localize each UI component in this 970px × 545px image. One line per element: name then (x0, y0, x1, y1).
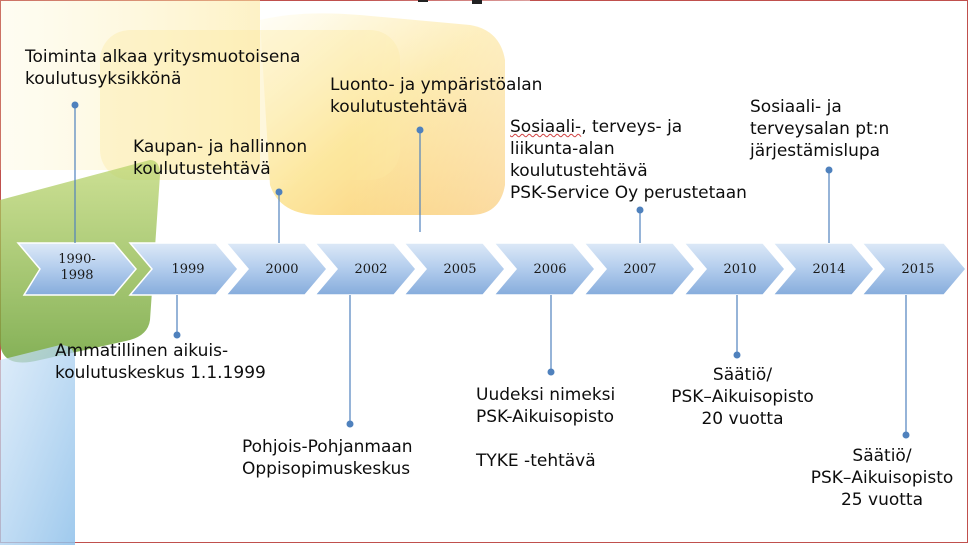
event-line: TYKE -tehtävä (476, 451, 596, 471)
milestone-label-line-2: 1998 (60, 268, 94, 283)
event-line-rest: , terveys- ja (581, 117, 683, 137)
event-line: Toiminta alkaa yritysmuotoisena (25, 47, 301, 67)
timeline-chevron (128, 242, 239, 296)
timeline-chevron (860, 242, 967, 296)
timeline-chevron (771, 242, 875, 296)
event-line: koulutusyksikkönä (25, 69, 182, 89)
milestone-2015: 2015 (901, 262, 935, 277)
event-2005-text: Luonto- ja ympäristöalan koulutustehtävä (330, 74, 542, 118)
event-1990-text: Toiminta alkaa yritysmuotoisena koulutus… (25, 46, 300, 90)
connector-dot (71, 101, 79, 109)
milestone-2010: 2010 (723, 262, 757, 277)
milestone-1999: 1999 (171, 262, 205, 277)
event-line: terveysalan pt:n (750, 119, 890, 139)
event-line: järjestämislupa (750, 141, 881, 161)
event-2002-text: Pohjois-Pohjanmaan Oppisopimuskeskus (242, 436, 413, 480)
connector-dot (346, 420, 354, 428)
timeline-chevron (682, 242, 786, 296)
event-line: Pohjois-Pohjanmaan (242, 437, 413, 457)
timeline-chevron (492, 242, 596, 296)
timeline-chevron (313, 242, 417, 296)
event-line: Sosiaali- ja (750, 97, 842, 117)
event-line: PSK–Aikuisopisto (810, 468, 954, 488)
milestone-1990-1998: 1990- 1998 (47, 252, 107, 284)
milestone-2014: 2014 (812, 262, 846, 277)
connector-dot (416, 126, 424, 134)
event-line: koulutustehtävä (510, 161, 648, 181)
event-line: 25 vuotta (840, 490, 924, 510)
connector-dot (636, 206, 644, 214)
event-2007-text: Sosiaali-, terveys- ja liikunta-alan kou… (510, 116, 747, 204)
timeline-chevron (16, 242, 137, 296)
event-line: PSK-Aikuisopisto (476, 407, 615, 427)
event-line: Säätiö/ (712, 365, 773, 385)
milestone-2005: 2005 (443, 262, 477, 277)
event-line: Oppisopimuskeskus (242, 459, 411, 479)
event-2014-text: Sosiaali- ja terveysalan pt:n järjestämi… (750, 96, 889, 162)
event-2006-text: Uudeksi nimeksi PSK-Aikuisopisto TYKE -t… (476, 384, 615, 472)
event-2015-text: Säätiö/ PSK–Aikuisopisto 25 vuotta (798, 445, 966, 511)
milestone-label-line-1: 1990- (58, 252, 96, 267)
timeline-chevron (402, 242, 506, 296)
connector-dot (825, 166, 833, 174)
event-line: PSK–Aikuisopisto (671, 387, 814, 407)
milestone-2002: 2002 (354, 262, 388, 277)
milestone-2000: 2000 (265, 262, 299, 277)
connector-dot (275, 188, 283, 196)
event-line: koulutustehtävä (133, 159, 271, 179)
milestone-2006: 2006 (533, 262, 567, 277)
event-2010-text: Säätiö/ PSK–Aikuisopisto 20 vuotta (665, 364, 820, 430)
event-line: Kaupan- ja hallinnon (133, 137, 308, 157)
spellcheck-underlined-word: Sosiaali- (510, 117, 582, 137)
event-line: 20 vuotta (701, 409, 784, 429)
connector-dot (173, 331, 181, 339)
event-line: Ammatillinen aikuis- (55, 341, 229, 361)
event-1999-text: Ammatillinen aikuis- koulutuskeskus 1.1.… (55, 340, 266, 384)
milestone-2007: 2007 (623, 262, 657, 277)
event-line-blank (476, 428, 615, 450)
event-line: Sosiaali-, terveys- ja (510, 116, 747, 138)
event-2000-text: Kaupan- ja hallinnon koulutustehtävä (133, 136, 307, 180)
event-line: liikunta-alan (510, 139, 615, 159)
connector-dot (902, 431, 910, 439)
event-line: Uudeksi nimeksi (476, 385, 616, 405)
connector-dot (733, 351, 741, 359)
event-line: koulutustehtävä (330, 97, 468, 117)
timeline-chevron (224, 242, 328, 296)
event-line: Luonto- ja ympäristöalan (330, 75, 543, 95)
connector-dot (547, 368, 555, 376)
timeline-chevron (582, 242, 696, 296)
event-line: Säätiö/ (852, 446, 912, 466)
event-line: koulutuskeskus 1.1.1999 (55, 363, 266, 383)
event-line: PSK-Service Oy perustetaan (510, 183, 747, 203)
title-fragment (418, 0, 482, 4)
